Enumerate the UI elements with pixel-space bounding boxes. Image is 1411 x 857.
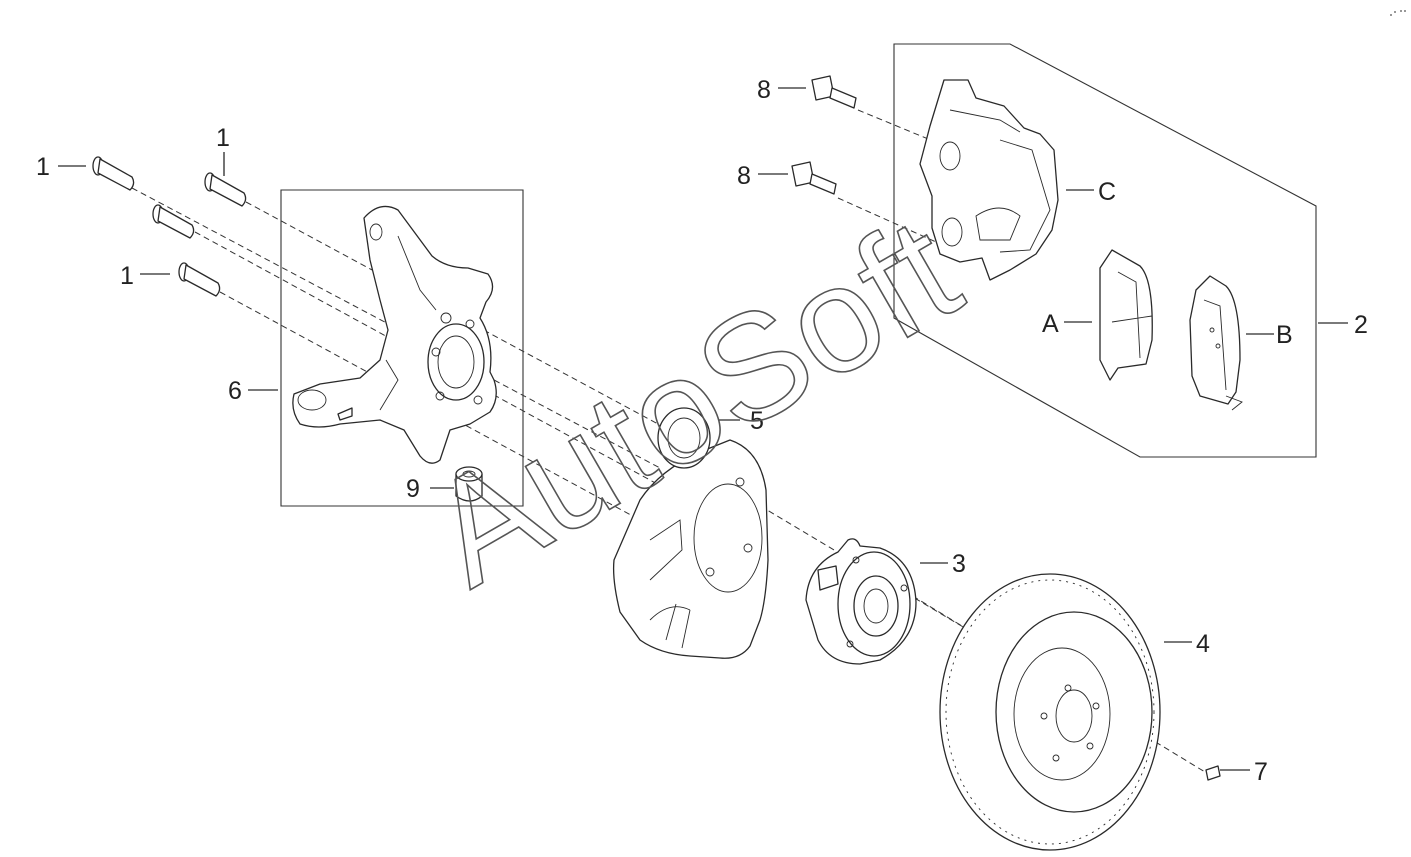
callout-3: 3: [952, 550, 966, 578]
callout-C: C: [1098, 178, 1116, 206]
dust-shield: [612, 407, 769, 659]
callout-A: A: [1042, 310, 1059, 338]
knuckle-group-frame: [280, 189, 524, 507]
brake-pad-outer: [1189, 275, 1243, 411]
brake-caliper-group-frame: [893, 43, 1317, 458]
disc-screw: [1205, 765, 1221, 781]
callout-B: B: [1276, 321, 1293, 349]
callout-8-b: 8: [737, 162, 751, 190]
bolt-1-b: [204, 172, 247, 207]
brake-caliper: [919, 79, 1059, 281]
callout-6: 6: [228, 377, 242, 405]
callout-7: 7: [1254, 758, 1268, 786]
brake-disc: [939, 573, 1161, 851]
corner-mark: [1390, 10, 1406, 16]
bushing: [455, 466, 483, 502]
callout-1-c: 1: [120, 262, 134, 290]
bolt-1-a: [92, 156, 135, 191]
wheel-hub: [805, 538, 917, 665]
callout-1-b: 1: [216, 124, 230, 152]
caliper-bolt-8-a: [811, 75, 857, 109]
bolt-1-c: [152, 204, 195, 239]
callout-2: 2: [1354, 311, 1368, 339]
callout-1-a: 1: [36, 153, 50, 181]
callout-9: 9: [406, 475, 420, 503]
callout-5: 5: [750, 407, 764, 435]
brake-pad-inner: [1099, 249, 1153, 381]
leader-lines: [58, 87, 1348, 771]
caliper-bolt-8-b: [791, 161, 837, 195]
callout-4: 4: [1196, 630, 1210, 658]
bolt-1-d: [178, 262, 221, 297]
callouts: 1 1 1 6 9 5 3 4 7 8 8 C A B 2: [36, 76, 1368, 786]
callout-8-a: 8: [757, 76, 771, 104]
steering-knuckle: [292, 205, 497, 464]
